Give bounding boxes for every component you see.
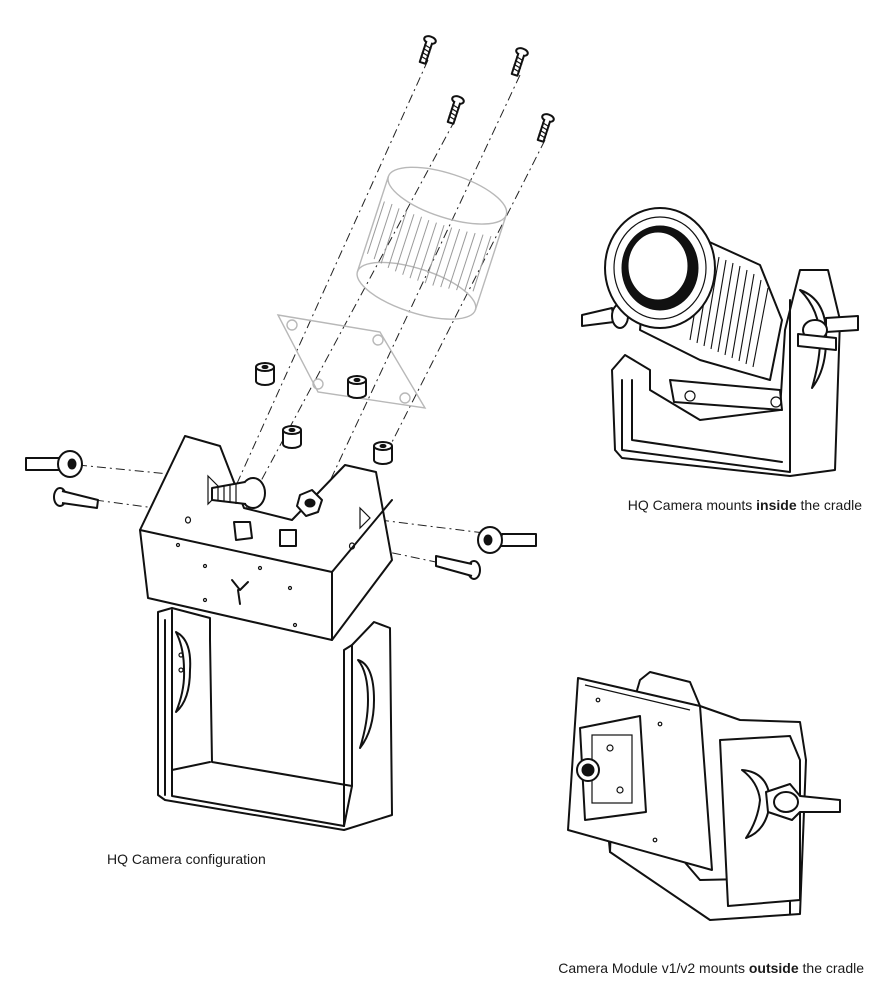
camera-lens-icon [604, 207, 783, 381]
caption-text: HQ Camera mounts [627, 497, 757, 513]
caption-hq-mounts-inside: HQ Camera mounts inside the cradle [628, 497, 862, 513]
caption-camera-module-mounts-outside: Camera Module v1/v2 mounts outside the c… [558, 960, 864, 976]
cm-outside-illustration [567, 671, 841, 921]
caption-emphasis: outside [748, 960, 799, 976]
tilt-bracket [139, 435, 393, 641]
bolt-icon [53, 487, 481, 580]
exploded-hq-assembly [25, 33, 556, 831]
camera-lens-icon [356, 166, 508, 320]
caption-text: Camera Module v1/v2 mounts [558, 960, 749, 976]
cradle-base [157, 607, 393, 831]
standoff-icon [255, 362, 393, 465]
guide-lines [77, 59, 546, 566]
caption-hq-configuration: HQ Camera configuration [107, 851, 266, 867]
wing-screw-icon [25, 450, 537, 554]
hq-inside-illustration [581, 207, 859, 477]
caption-text: the cradle [796, 497, 863, 513]
sensor-board [276, 314, 427, 409]
caption-text: the cradle [798, 960, 865, 976]
caption-emphasis: inside [756, 497, 797, 513]
screw-icon [415, 33, 556, 144]
